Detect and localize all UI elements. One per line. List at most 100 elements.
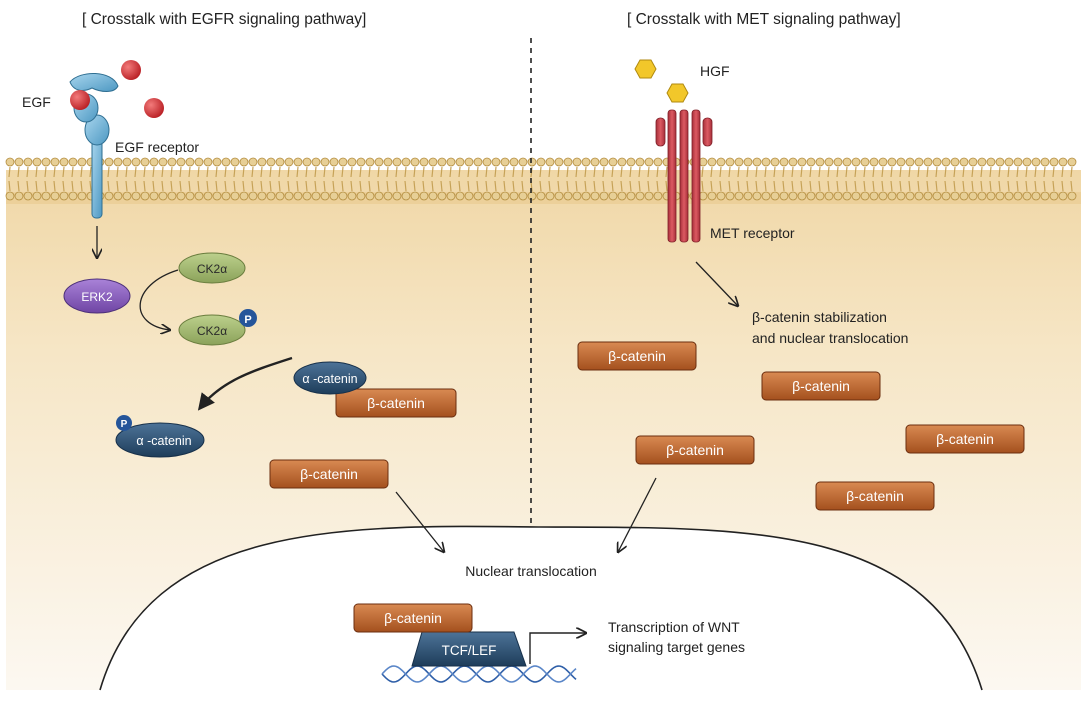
lipid-head — [905, 157, 915, 167]
lipid-tail — [251, 166, 254, 178]
lipid-tail — [404, 180, 407, 192]
lipid-tail — [260, 166, 263, 178]
lipid-tail — [584, 180, 587, 192]
lipid-tail — [737, 166, 740, 178]
beta-catenin-box-label: β-catenin — [666, 442, 724, 458]
lipid-tail — [773, 180, 776, 192]
lipid-head — [104, 191, 114, 201]
lipid-head — [5, 191, 15, 201]
lipid-tail — [458, 166, 461, 178]
lipid-tail — [926, 180, 929, 192]
lipid-tail — [881, 166, 884, 178]
lipid-tail — [8, 180, 11, 192]
lipid-head — [986, 157, 996, 167]
lipid-head — [635, 191, 645, 201]
lipid-tail — [89, 166, 92, 178]
lipid-head — [1049, 157, 1059, 167]
lipid-tail — [395, 166, 398, 178]
lipid-tail — [980, 180, 983, 192]
lipid-head — [635, 157, 645, 167]
met-receptor-chain — [667, 109, 677, 243]
lipid-head — [725, 157, 735, 167]
lipid-tail — [962, 166, 965, 178]
lipid-head — [581, 191, 591, 201]
lipid-tail — [845, 180, 848, 192]
lipid-tail — [80, 166, 83, 178]
lipid-head — [473, 157, 483, 167]
lipid-tail — [152, 180, 155, 192]
lipid-tail — [863, 166, 866, 178]
lipid-tail — [890, 166, 893, 178]
lipid-head — [932, 191, 942, 201]
lipid-head — [527, 157, 537, 167]
lipid-tail — [377, 180, 380, 192]
lipid-tail — [494, 180, 497, 192]
lipid-tail — [701, 180, 704, 192]
lipid-head — [851, 157, 861, 167]
lipid-head — [185, 191, 195, 201]
lipid-head — [356, 157, 366, 167]
lipid-tail — [719, 166, 722, 178]
lipid-tail — [467, 180, 470, 192]
lipid-tail — [710, 166, 713, 178]
lipid-tail — [269, 166, 272, 178]
lipid-tail — [935, 166, 938, 178]
lipid-tail — [1007, 180, 1010, 192]
beta-catenin-box-label: β-catenin — [608, 348, 666, 364]
lipid-tail — [179, 166, 182, 178]
lipid-head — [770, 157, 780, 167]
ck2a-phospho-node — [178, 314, 246, 346]
lipid-tail — [557, 180, 560, 192]
lipid-tail — [215, 166, 218, 178]
lipid-head — [158, 191, 168, 201]
lipid-tail — [980, 166, 983, 178]
lipid-tail — [953, 166, 956, 178]
lipid-tail — [1052, 166, 1055, 178]
lipid-tail — [377, 166, 380, 178]
lipid-head — [149, 157, 159, 167]
beta-catenin-free-box — [269, 459, 389, 489]
lipid-head — [176, 157, 186, 167]
lipid-head — [599, 191, 609, 201]
erk2-node — [63, 278, 131, 314]
beta-catenin-box-shape — [815, 481, 935, 511]
met-receptor — [655, 109, 713, 243]
lipid-tail — [170, 180, 173, 192]
ck2a-label: CK2α — [197, 262, 227, 276]
lipid-head — [302, 157, 312, 167]
lipid-head — [500, 191, 510, 201]
lipid-tail — [1043, 166, 1046, 178]
arrow-egfr-to-nucleus — [395, 491, 444, 552]
lipid-head — [869, 157, 879, 167]
lipid-tail — [989, 166, 992, 178]
arrow-met-to-stabilization — [695, 261, 738, 306]
lipid-tail — [548, 180, 551, 192]
lipid-head — [734, 157, 744, 167]
lipid-head — [104, 157, 114, 167]
lipid-head — [788, 191, 798, 201]
beta-catenin-box: β-catenin — [761, 371, 881, 401]
lipid-tail — [503, 166, 506, 178]
lipid-tail — [620, 180, 623, 192]
lipid-tail — [917, 180, 920, 192]
lipid-head — [446, 157, 456, 167]
lipid-head — [554, 191, 564, 201]
lipid-head — [932, 157, 942, 167]
lipid-tail — [737, 180, 740, 192]
lipid-head — [401, 157, 411, 167]
lipid-head — [437, 191, 447, 201]
lipid-head — [500, 157, 510, 167]
beta-catenin-box-shape — [905, 424, 1025, 454]
lipid-head — [365, 191, 375, 201]
beta-catenin-box-shape — [635, 435, 755, 465]
lipid-tail — [476, 166, 479, 178]
lipid-head — [464, 157, 474, 167]
lipid-head — [509, 191, 519, 201]
lipid-head — [950, 191, 960, 201]
lipid-tail — [35, 180, 38, 192]
lipid-tail — [80, 180, 83, 192]
lipid-head — [329, 157, 339, 167]
nuclear-translocation-label: Nuclear translocation — [465, 563, 597, 579]
arrow-ck2a-phosphorylation — [139, 269, 179, 330]
lipid-head — [518, 191, 528, 201]
